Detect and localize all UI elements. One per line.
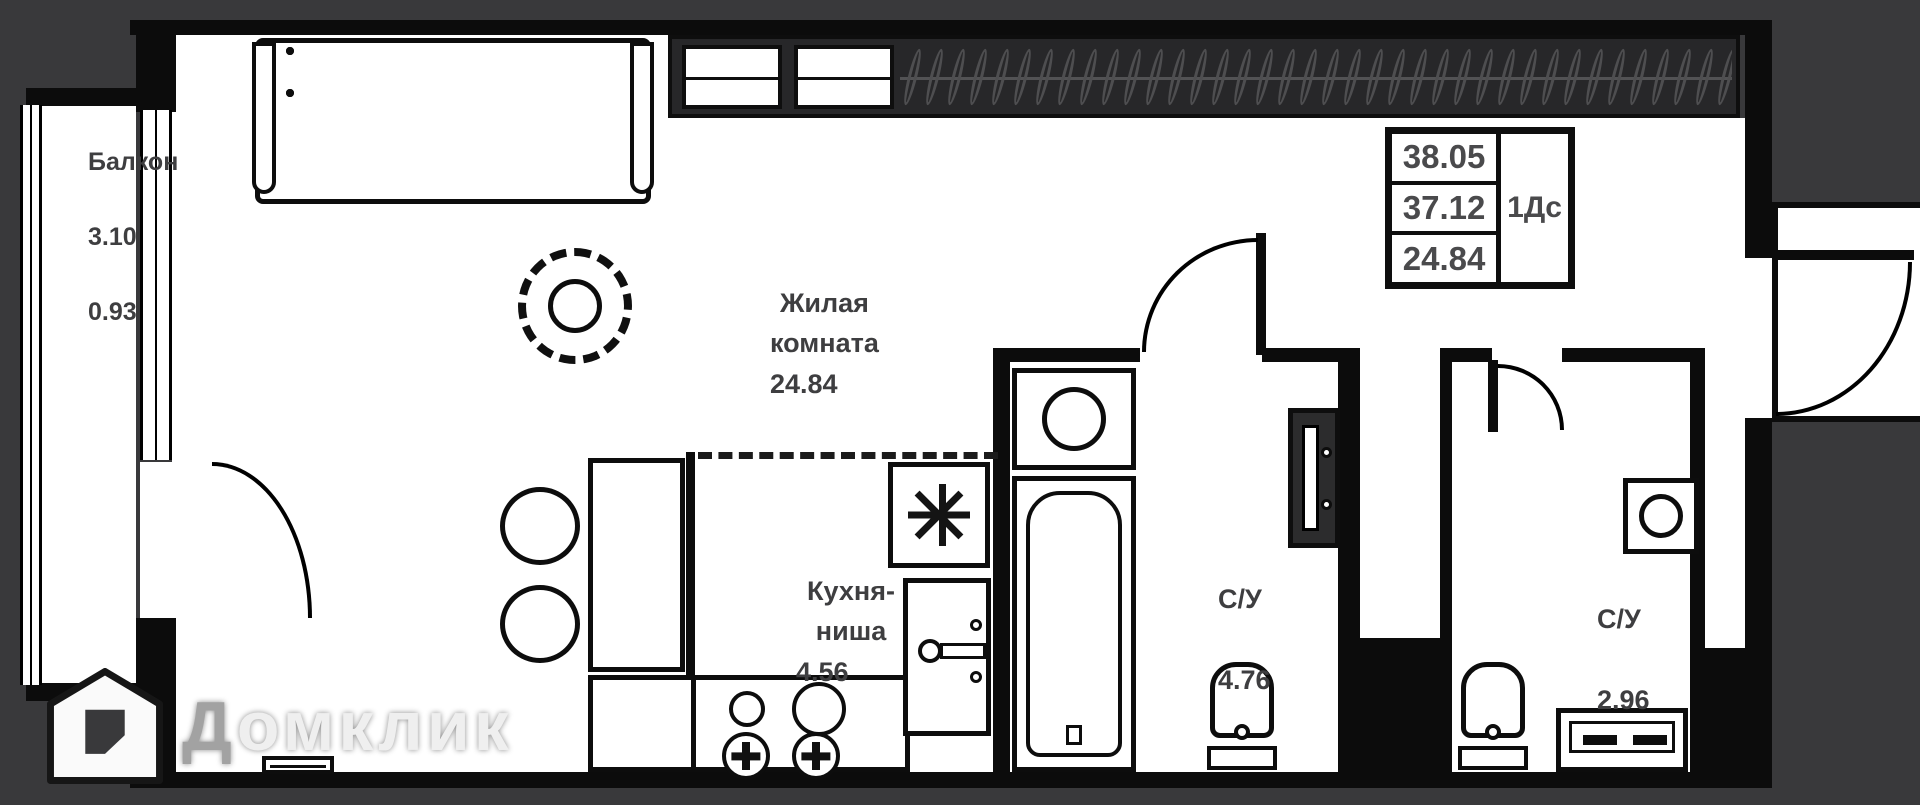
kitchen-partition [686, 452, 695, 772]
right-outer-wall-bottom [1745, 418, 1772, 785]
entry-corridor-bottom [1705, 648, 1745, 785]
wardrobe-shelf [794, 45, 894, 109]
toilet [1458, 662, 1528, 772]
round-table [518, 248, 632, 364]
sofa-armrest [630, 42, 654, 194]
entry-corridor-floor [1705, 348, 1745, 648]
bathroom-small-right-wall [1690, 348, 1705, 785]
stamp-total-area: 38.05 [1392, 134, 1497, 185]
top-outer-wall [130, 20, 1772, 35]
wardrobe-shelf [682, 45, 782, 109]
hall-wall-seg3 [1440, 348, 1492, 362]
shaft-floor [1360, 360, 1440, 638]
balcony-label: Балкон 3.10 0.93 [88, 147, 179, 326]
bathtub [1012, 476, 1136, 772]
towel-radiator [1288, 408, 1340, 548]
wardrobe [668, 35, 1740, 118]
balcony-window [140, 110, 172, 460]
entry-door-gap [1745, 258, 1775, 418]
hall-wall-seg4 [1562, 348, 1705, 362]
balcony-door-gap [140, 462, 172, 618]
balcony-top-wall [26, 88, 138, 106]
balcony-floor [40, 105, 136, 685]
area-stamp: 38.05 37.12 24.84 1Дс [1385, 127, 1575, 289]
entry-door-leaf [1774, 250, 1914, 260]
washbasin [1623, 478, 1699, 554]
radiator [262, 756, 334, 774]
bathroom-left-wall [993, 348, 1010, 785]
bathroom-main-label: С/У 4.76 [1218, 583, 1271, 695]
chair [500, 487, 580, 565]
snowflake-icon [908, 484, 970, 546]
wardrobe-hangers [900, 43, 1732, 110]
kitchen-niche-boundary [698, 452, 998, 459]
living-room-label: Жилая комната 24.84 [770, 287, 879, 399]
stove-burner [792, 732, 840, 780]
shaft-right-wall [1440, 348, 1452, 785]
stamp-unit-type: 1Дс [1507, 191, 1562, 224]
balcony-glazing [20, 105, 42, 685]
watermark-brand: Домклик [182, 687, 513, 765]
stamp-living-area: 24.84 [1402, 239, 1486, 277]
stove-burner [729, 691, 765, 727]
fridge [888, 462, 990, 568]
watermark: Домклик [46, 668, 513, 784]
vanity-radiator [1556, 708, 1688, 772]
bathroom-small-label: С/У 2.96 [1597, 603, 1650, 715]
hallway-floor [1005, 118, 1745, 360]
kitchen-sink [903, 578, 991, 736]
sofa [255, 38, 651, 204]
sofa-armrest [252, 42, 276, 194]
stamp-area-without-balcony: 37.12 [1392, 185, 1497, 236]
chair [500, 585, 580, 663]
bathroom-main-right-wall [1338, 348, 1360, 785]
bathroom-door-leaf [1256, 233, 1266, 355]
shaft-bottom-wall [1356, 638, 1444, 785]
hall-wall-seg2 [1262, 348, 1360, 362]
domclick-house-icon [47, 668, 163, 784]
kitchen-label: Кухня-ниша 4.56 [796, 575, 895, 687]
toilet [1207, 662, 1277, 772]
washing-machine [1012, 368, 1136, 470]
right-outer-wall-top [1745, 28, 1772, 258]
stove-burner [722, 732, 770, 780]
hall-wall-seg1 [993, 348, 1140, 362]
living-left-wall-top [136, 28, 176, 112]
dining-table [588, 458, 685, 672]
bathroom-small-door-leaf [1488, 360, 1498, 432]
